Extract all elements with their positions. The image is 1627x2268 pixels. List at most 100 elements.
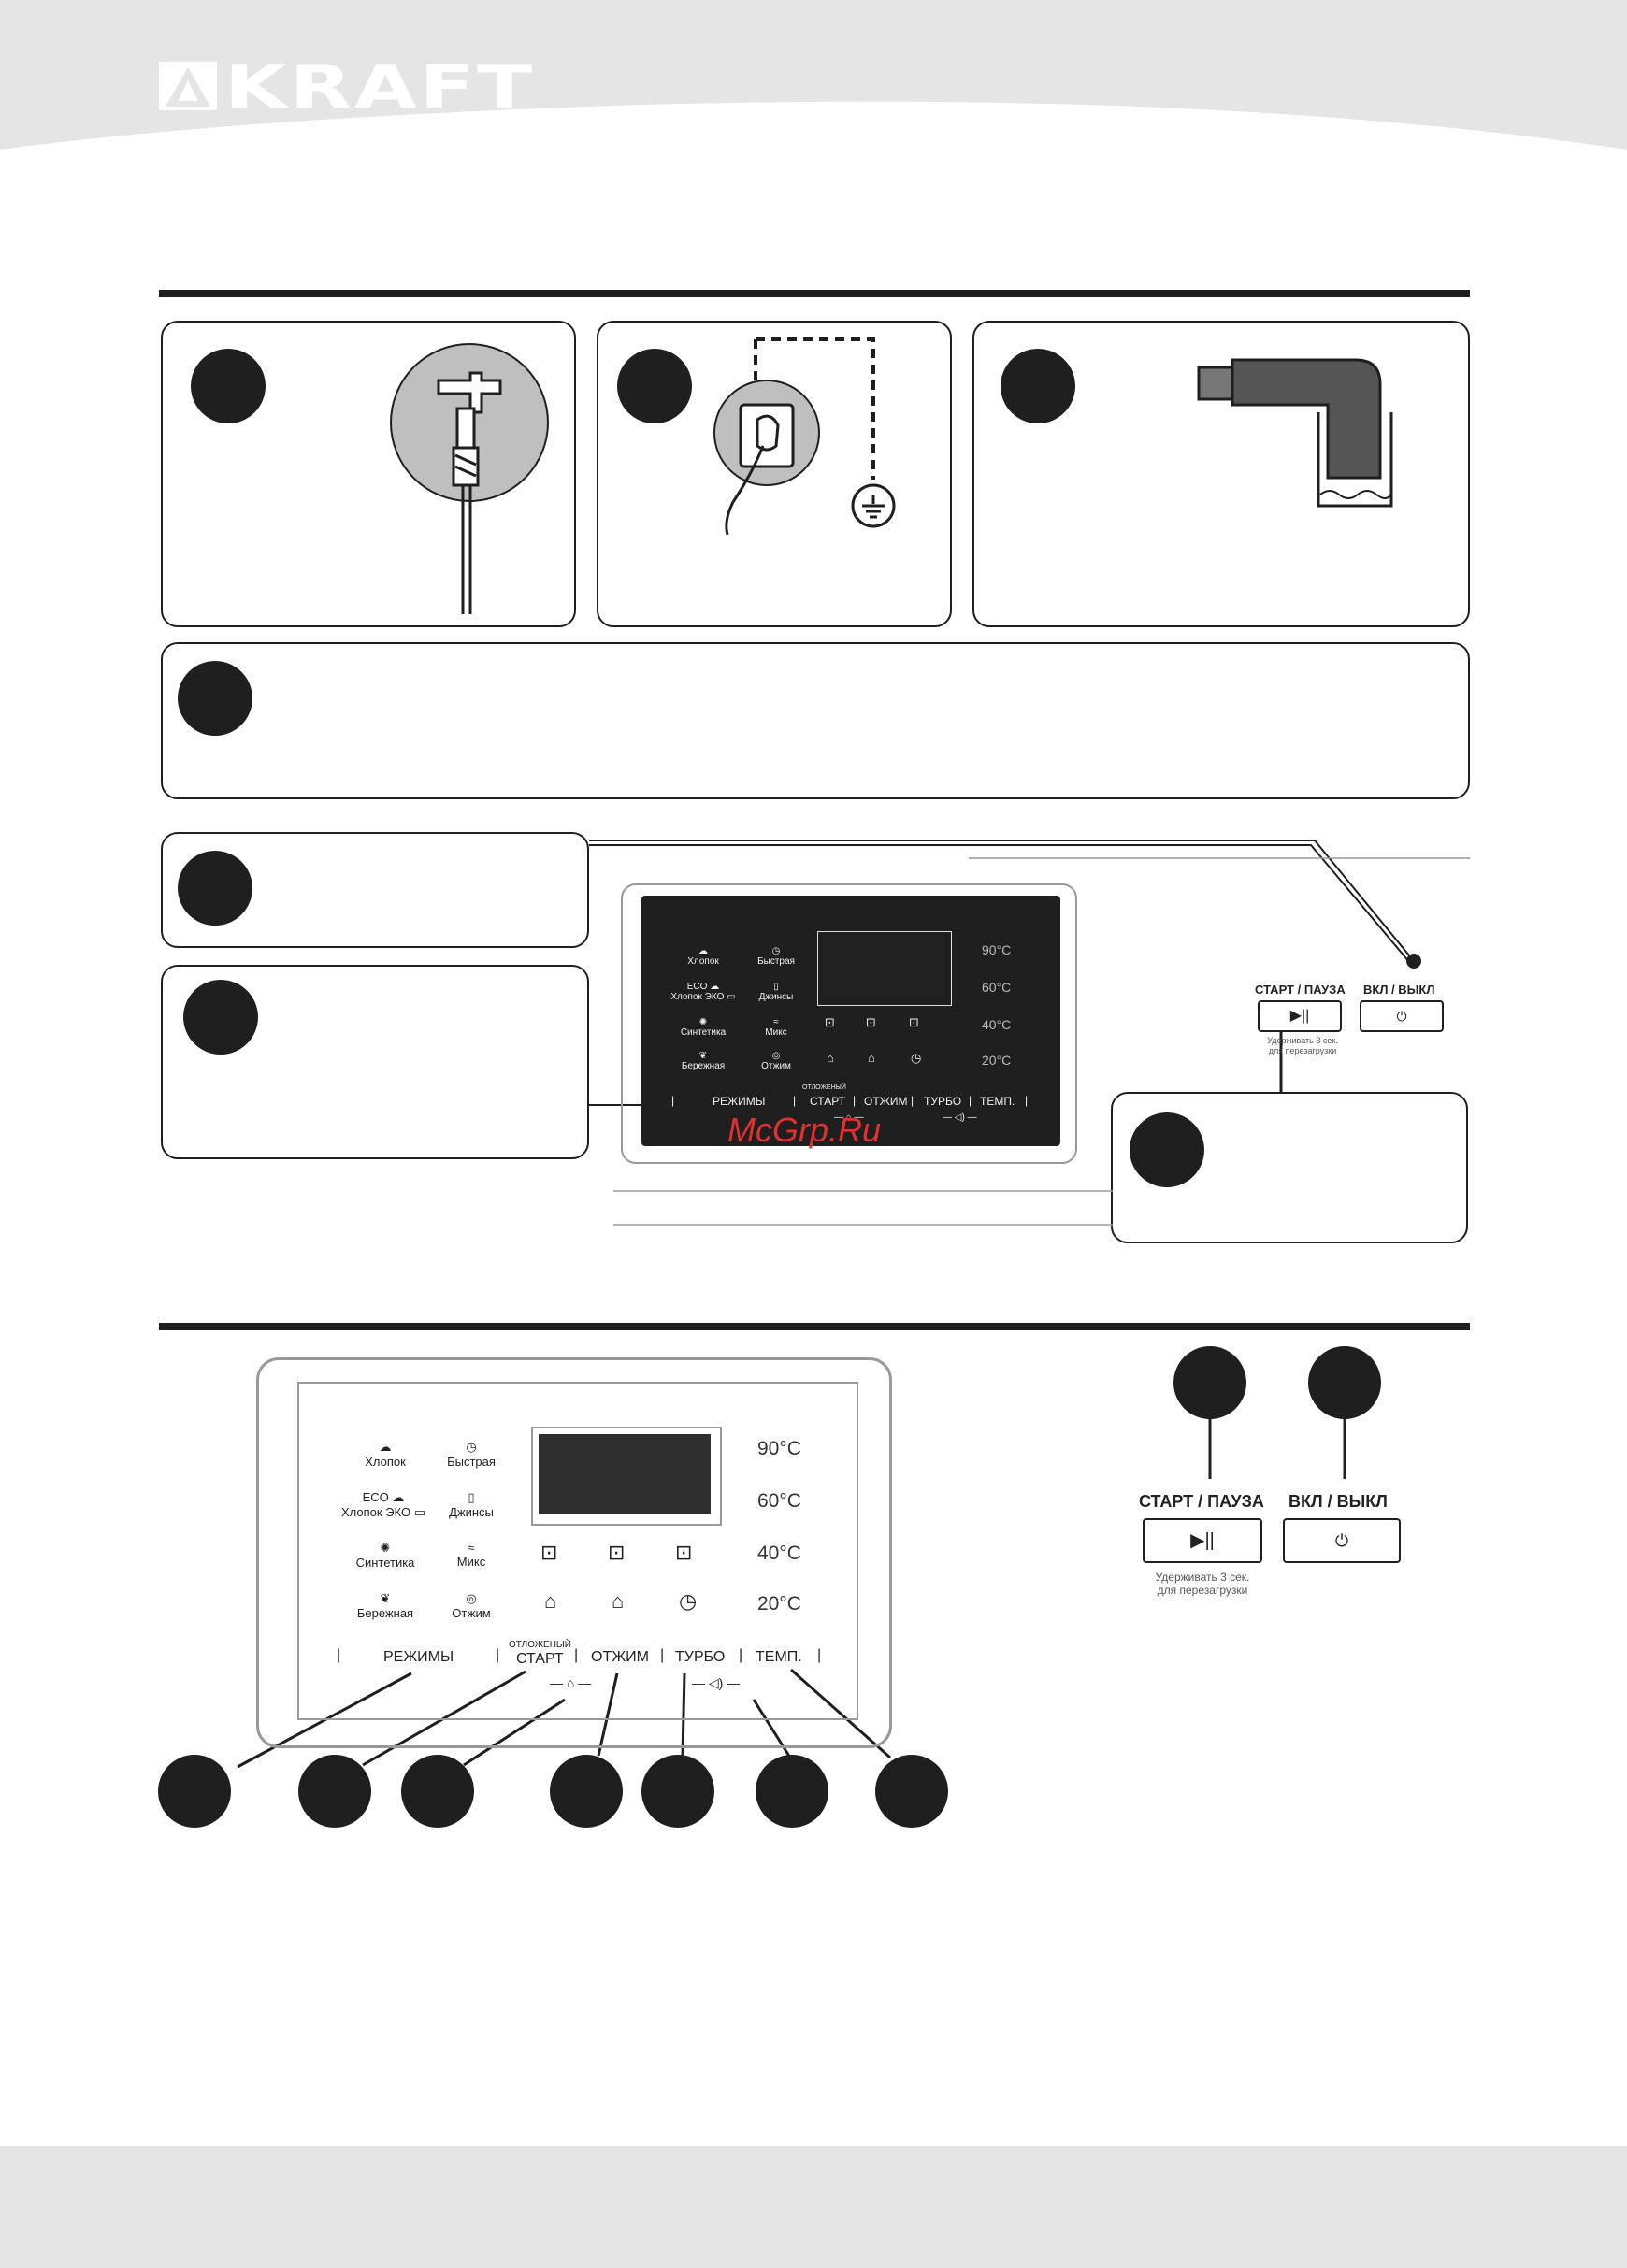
program-delicate[interactable]: ❦ Бережная [670,1051,737,1071]
program-spin[interactable]: ◎ Отжим [434,1591,509,1620]
separator: | [739,1647,743,1663]
program-cotton[interactable]: ☁ Хлопок [348,1440,423,1469]
power-button[interactable]: ⏻ [1360,1000,1444,1032]
display-frame [531,1427,722,1526]
program-eco-cotton[interactable]: ECO ☁ Хлопок ЭКО ▭ [327,1490,439,1520]
header-band [0,0,1627,150]
callout-bullet-power [1308,1346,1381,1419]
drain-hose-icon [1197,358,1393,508]
delicate-icon: ❦ [380,1591,391,1605]
program-quick[interactable]: ◷ Быстрая [748,946,804,967]
temp-button[interactable]: ТЕМП. [980,1095,1015,1108]
sound-combo-icon: — ◁) — [943,1112,977,1123]
sound-combo-icon: — ◁) — [692,1675,741,1690]
delay-icon: ◷ [679,1589,698,1613]
power-icon: ⏻ [1396,1009,1407,1024]
program-cotton[interactable]: ☁ Хлопок [675,946,731,967]
program-jeans[interactable]: ▯ Джинсы [434,1490,509,1519]
program-mix[interactable]: ≈ Микс [434,1541,509,1569]
quick-icon: ◷ [466,1440,477,1454]
modes-button[interactable]: РЕЖИМЫ [383,1649,454,1665]
spin-icon: ◎ [771,1051,781,1061]
program-jeans[interactable]: ▯ Джинсы [748,982,804,1002]
separator: | [853,1094,857,1107]
child-lock-icon: ⌂ [868,1051,875,1065]
machine-front-small [621,883,1077,1164]
machine-front-large [256,1357,892,1748]
step-bullet [178,851,252,926]
control-panel-small: ☁ Хлопок ◷ Быстрая ECO ☁ Хлопок ЭКО ▭ ▯ … [641,896,1060,1146]
program-synthetic[interactable]: ✺ Синтетика [340,1541,430,1570]
spin-button[interactable]: ОТЖИМ [591,1649,649,1665]
rinse-icon: ⊡ [909,1015,919,1029]
jeans-icon: ▯ [773,982,779,992]
separator: | [496,1647,500,1663]
spin-icon: ◎ [466,1591,477,1605]
intensive-icon: ⊡ [866,1015,876,1029]
start-pause-button[interactable]: ▶|| [1258,1000,1342,1032]
step-bullet [1001,349,1075,423]
temp-90: 90°C [757,1438,801,1459]
separator: | [660,1647,665,1663]
program-eco-cotton[interactable]: ECO ☁ Хлопок ЭКО ▭ [666,982,741,1002]
program-synthetic[interactable]: ✺ Синтетика [670,1017,737,1038]
delay-start-button[interactable]: СТАРТ [516,1651,564,1667]
turbo-button[interactable]: ТУРБО [924,1095,962,1108]
program-mix[interactable]: ≈ Микс [748,1017,804,1038]
delay-start-caption: ОТЛОЖЕНЫЙ [802,1084,846,1091]
lock-icon: ⌂ [827,1051,834,1065]
brand-logo: KRAFT [159,58,533,118]
mix-icon: ≈ [773,1017,779,1027]
callout-bullet-delay [298,1755,371,1828]
callout-bullet-spin [550,1755,623,1828]
display [539,1434,711,1514]
separator: | [969,1094,972,1107]
intensive-icon: ⊡ [608,1541,626,1564]
step-panel-water [161,321,576,627]
turbo-button[interactable]: ТУРБО [675,1649,726,1665]
reset-hint: Удерживать 3 сек. для перезагрузки [1267,1036,1338,1055]
prewash-icon: ⊡ [540,1541,558,1564]
callout-bullet-turbo [641,1755,714,1828]
step-bullet [617,349,692,423]
water-tap-icon [390,343,549,614]
separator: | [337,1647,341,1663]
power-button[interactable]: ⏻ [1283,1518,1401,1563]
program-spin[interactable]: ◎ Отжим [748,1051,804,1071]
delay-start-button[interactable]: СТАРТ [810,1095,845,1108]
separator: | [793,1094,797,1107]
start-pause-label: СТАРТ / ПАУЗА [1255,983,1346,997]
separator: | [574,1647,579,1663]
callout-bullet-sound [756,1755,828,1828]
separator: | [1025,1094,1029,1107]
section-rule-bottom [159,1323,1470,1330]
power-label: ВКЛ / ВЫКЛ [1289,1492,1388,1511]
synthetic-icon: ✺ [380,1541,391,1555]
temp-20: 20°C [982,1053,1012,1068]
spin-button[interactable]: ОТЖИМ [864,1095,908,1108]
temp-button[interactable]: ТЕМП. [756,1649,802,1665]
child-lock-combo-icon: — ⌂ — [834,1112,864,1123]
footer-band [0,2146,1627,2268]
jeans-icon: ▯ [468,1490,475,1504]
start-pause-button[interactable]: ▶|| [1143,1518,1262,1563]
callout-panel-3 [1111,1092,1468,1243]
temp-60: 60°C [757,1490,801,1512]
grounded-socket-icon [713,337,896,536]
eco-cotton-icon: ECO ☁ [686,982,720,992]
delay-start-caption: ОТЛОЖЕНЫЙ [509,1640,571,1650]
brand-name: KRAFT [224,53,535,122]
quick-icon: ◷ [771,946,781,956]
delay-icon: ◷ [911,1051,922,1065]
program-delicate[interactable]: ❦ Бережная [340,1591,430,1620]
temp-40: 40°C [982,1017,1012,1032]
temp-90: 90°C [982,942,1012,957]
callout-bullet-child-lock [401,1755,474,1828]
callout-panel-1 [161,832,589,948]
modes-button[interactable]: РЕЖИМЫ [713,1095,766,1108]
temp-40: 40°C [757,1543,801,1564]
prewash-icon: ⊡ [825,1015,835,1029]
step-panel-drain [972,321,1470,627]
program-quick[interactable]: ◷ Быстрая [434,1440,509,1469]
